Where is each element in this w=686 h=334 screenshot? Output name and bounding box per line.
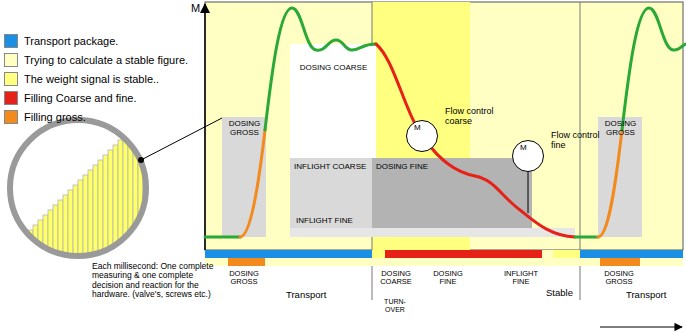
drawing-part — [265, 8, 376, 130]
drawing-part — [600, 258, 640, 266]
zone-label: DOSING GROSS — [226, 120, 263, 138]
drawing-part — [553, 250, 580, 258]
drawing-part — [372, 158, 532, 228]
legend-swatch — [4, 53, 18, 67]
zone-label: INFLIGHT FINE — [296, 217, 353, 226]
chart-panel — [205, 2, 683, 250]
drawing-part — [138, 157, 144, 163]
leader-line — [528, 172, 529, 213]
drawing-part — [290, 158, 372, 228]
drawing-part — [598, 130, 622, 237]
dosing-zone: DOSING FINE — [372, 158, 532, 228]
dosing-zone: DOSING GROSS — [598, 117, 642, 237]
legend-text: The weight signal is stable.. — [24, 73, 159, 85]
drawing-part — [63, 195, 68, 280]
note-text: Each millisecond: One complete measuring… — [92, 262, 218, 299]
drawing-part — [38, 220, 43, 280]
drawing-part — [58, 200, 63, 280]
drawing-part — [128, 130, 133, 280]
axis-symbol: M — [414, 124, 444, 133]
drawing-part — [153, 105, 158, 280]
axis-symbol: M — [520, 144, 550, 153]
drawing-part — [290, 44, 376, 158]
phase-label: Transport — [626, 290, 666, 300]
zone-label: Flow control fine — [551, 131, 611, 151]
drawing-part — [148, 110, 153, 280]
phase-label: TURN- OVER — [378, 298, 412, 313]
drawing-part — [598, 117, 642, 237]
drawing-part — [290, 228, 575, 237]
drawing-part — [108, 150, 113, 280]
drawing-part — [205, 250, 683, 266]
zoom-detail — [8, 105, 222, 280]
drawing-part — [33, 225, 38, 280]
drawing-part — [68, 190, 73, 280]
time-axis — [600, 326, 682, 327]
drawing-part — [228, 258, 265, 266]
legend-swatch — [4, 72, 18, 86]
drawing-part — [580, 250, 683, 258]
dosing-zone: DOSING COARSE — [290, 44, 376, 158]
phase-label: DOSING GROSS — [596, 270, 642, 287]
drawing-part — [372, 250, 385, 258]
weight-curve — [205, 8, 686, 237]
drawing-part — [8, 250, 13, 280]
zone-label: DOSING GROSS — [602, 120, 639, 138]
drawing-part — [10, 120, 146, 256]
drawing-part — [205, 236, 240, 239]
axis-label: M — [191, 2, 200, 14]
phase-label: Transport — [286, 290, 326, 300]
box-fills — [222, 44, 642, 237]
drawing-part — [222, 117, 266, 237]
drawing-part — [205, 250, 372, 258]
legend-swatch — [4, 110, 18, 124]
drawing-part — [622, 8, 686, 130]
drawing-part — [376, 44, 575, 237]
drawing-part — [113, 145, 118, 280]
legend-text: Trying to calculate a stable figure. — [24, 54, 188, 66]
drawing-part — [575, 236, 598, 239]
drawing-part — [8, 105, 158, 280]
legend-swatch — [4, 34, 18, 48]
drawing-part — [23, 235, 28, 280]
drawing-part — [53, 205, 58, 280]
zone-label: DOSING COARSE — [294, 64, 373, 73]
zone-label: DOSING FINE — [376, 163, 529, 172]
flow-control-circle: MFlow control fine — [512, 140, 544, 172]
flow-control-circle: MFlow control coarse — [406, 120, 438, 152]
drawing-part — [240, 130, 265, 237]
drawing-part — [13, 245, 18, 280]
dosing-zone: DOSING GROSS — [222, 117, 266, 237]
status-bars — [205, 250, 683, 266]
drawing-part — [73, 185, 78, 280]
legend-text: Transport package. — [24, 35, 118, 47]
dosing-zone: INFLIGHT FINE — [290, 228, 575, 237]
zone-label: INFLIGHT COARSE — [294, 163, 369, 172]
drawing-part — [48, 210, 53, 280]
phase-label: Stable — [546, 288, 573, 298]
phase-label: DOSING FINE — [428, 270, 468, 287]
drawing-part — [385, 250, 542, 258]
legend-text: Filling Coarse and fine. — [24, 92, 137, 104]
drawing-part — [118, 140, 123, 280]
drawing-part — [78, 180, 83, 280]
drawing-part — [123, 135, 128, 280]
phase-label: INFLIGHT FINE — [498, 270, 544, 287]
legend-swatch — [4, 91, 18, 105]
zone-label: Flow control coarse — [445, 107, 505, 127]
phase-label: DOSING GROSS — [221, 270, 267, 287]
legend-text: Filling gross. — [24, 111, 86, 123]
phase-label: DOSING COARSE — [375, 270, 417, 287]
drawing-part — [83, 175, 88, 280]
drawing-part — [18, 240, 23, 280]
drawing-part — [141, 118, 222, 160]
